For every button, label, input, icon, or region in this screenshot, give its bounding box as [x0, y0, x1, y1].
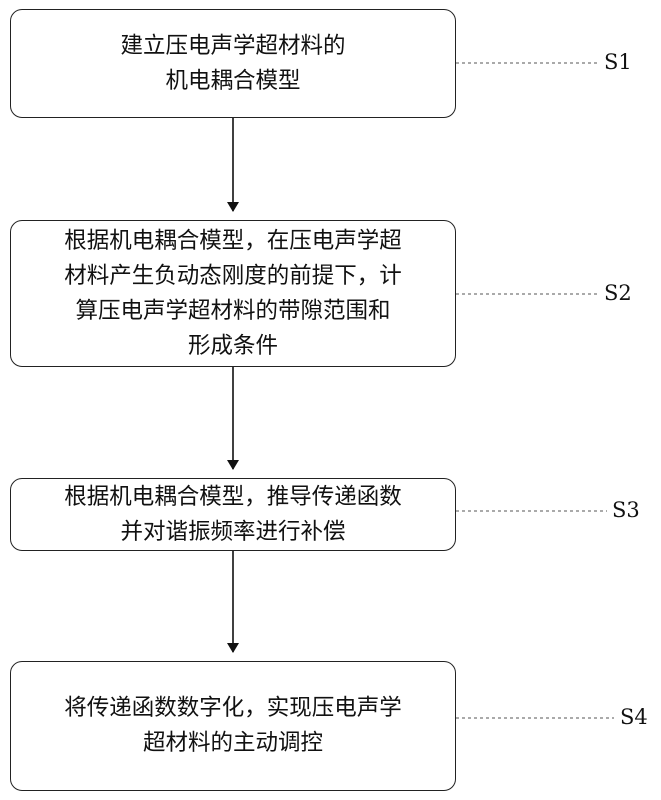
step-tag-s2: S2: [604, 281, 632, 305]
step-s3-text: 根据机电耦合模型，推导传递函数 并对谐振频率进行补偿: [64, 483, 402, 545]
step-tag-s3: S3: [612, 498, 640, 522]
step-box-s4: 将传递函数数字化，实现压电声学 超材料的主动调控: [10, 661, 456, 791]
step-box-s3: 根据机电耦合模型，推导传递函数 并对谐振频率进行补偿: [10, 478, 456, 551]
step-s4-text: 将传递函数数字化，实现压电声学 超材料的主动调控: [64, 695, 402, 756]
step-tag-s1: S1: [604, 50, 632, 74]
step-s1-text: 建立压电声学超材料的 机电耦合模型: [120, 32, 346, 94]
step-box-s1: 建立压电声学超材料的 机电耦合模型: [10, 9, 456, 118]
step-tag-s4: S4: [620, 705, 648, 729]
step-box-s2: 根据机电耦合模型，在压电声学超 材料产生负动态刚度的前提下，计 算压电声学超材料…: [10, 220, 456, 367]
step-s2-text: 根据机电耦合模型，在压电声学超 材料产生负动态刚度的前提下，计 算压电声学超材料…: [64, 227, 402, 359]
